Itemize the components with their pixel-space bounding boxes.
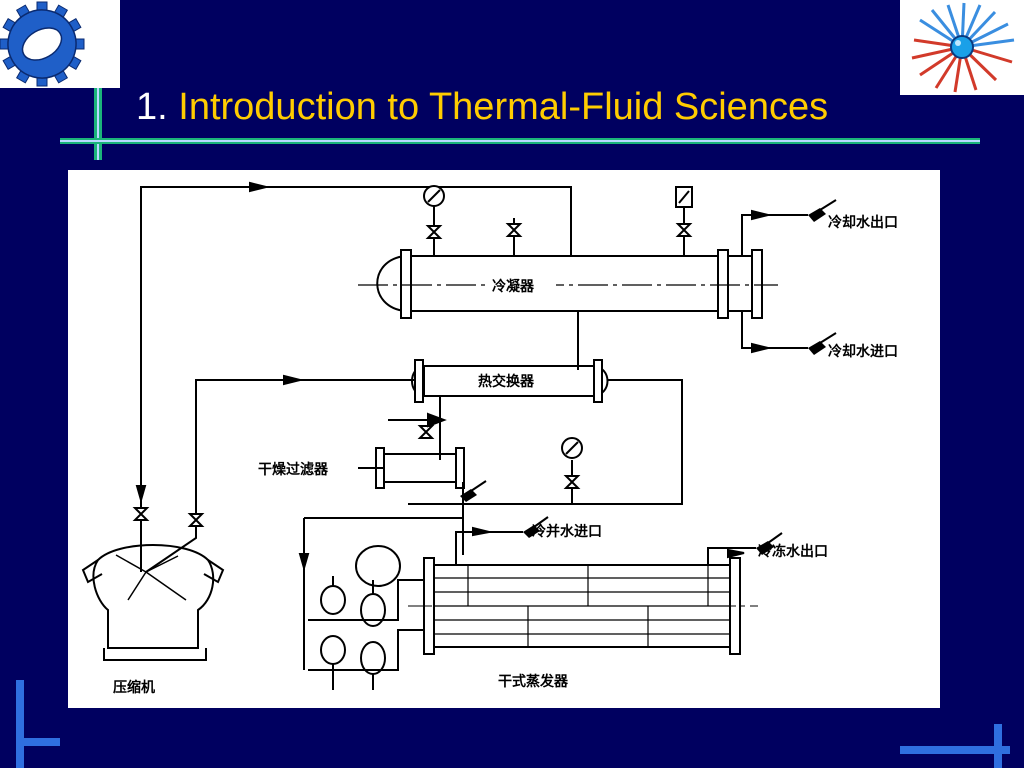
page-title: 1. Introduction to Thermal-Fluid Science… (136, 84, 828, 130)
dryer-filter-label: 干燥过滤器 (258, 461, 329, 478)
heat-exchanger-label: 热交换器 (478, 373, 535, 390)
refrigeration-diagram: 冷凝器 热交换器 干燥过滤器 压缩机 干式蒸发器 冷却水出口 冷却水进口 冷并水… (68, 170, 940, 708)
title-text: Introduction to Thermal-Fluid Sciences (178, 86, 829, 128)
cooling-water-in-label: 冷却水进口 (828, 343, 898, 360)
compressor-label: 压缩机 (113, 679, 155, 696)
refrigeration-system-schematic: 冷凝器 热交换器 干燥过滤器 压缩机 干式蒸发器 冷却水出口 冷却水进口 冷并水… (81, 181, 898, 696)
chilled-water-out-label: 冷冻水出口 (758, 543, 828, 560)
title-underline (60, 138, 980, 144)
corner-accent-right-vertical (994, 724, 1002, 768)
condenser-label: 冷凝器 (492, 278, 535, 295)
compressor-body (92, 544, 215, 649)
cooling-water-out-label: 冷却水出口 (828, 214, 898, 231)
corner-accent-right-horizontal (900, 746, 1010, 754)
right-logo (900, 0, 1024, 95)
radial-fan-logo-icon (911, 2, 1015, 93)
title-number: 1. (136, 86, 168, 128)
condenser-shell (404, 255, 726, 312)
left-logo (0, 0, 120, 88)
chilled-water-in-label: 冷并水进口 (532, 523, 602, 540)
title-vertical-bar (94, 88, 102, 160)
arrow-top (249, 181, 267, 193)
evaporator-label: 干式蒸发器 (498, 673, 569, 690)
discharge-line (140, 186, 572, 500)
corner-accent-left-vertical (16, 680, 24, 768)
gear-logo-icon (0, 1, 85, 87)
dryer-filter (383, 453, 457, 483)
corner-accent-left-horizontal (16, 738, 60, 746)
